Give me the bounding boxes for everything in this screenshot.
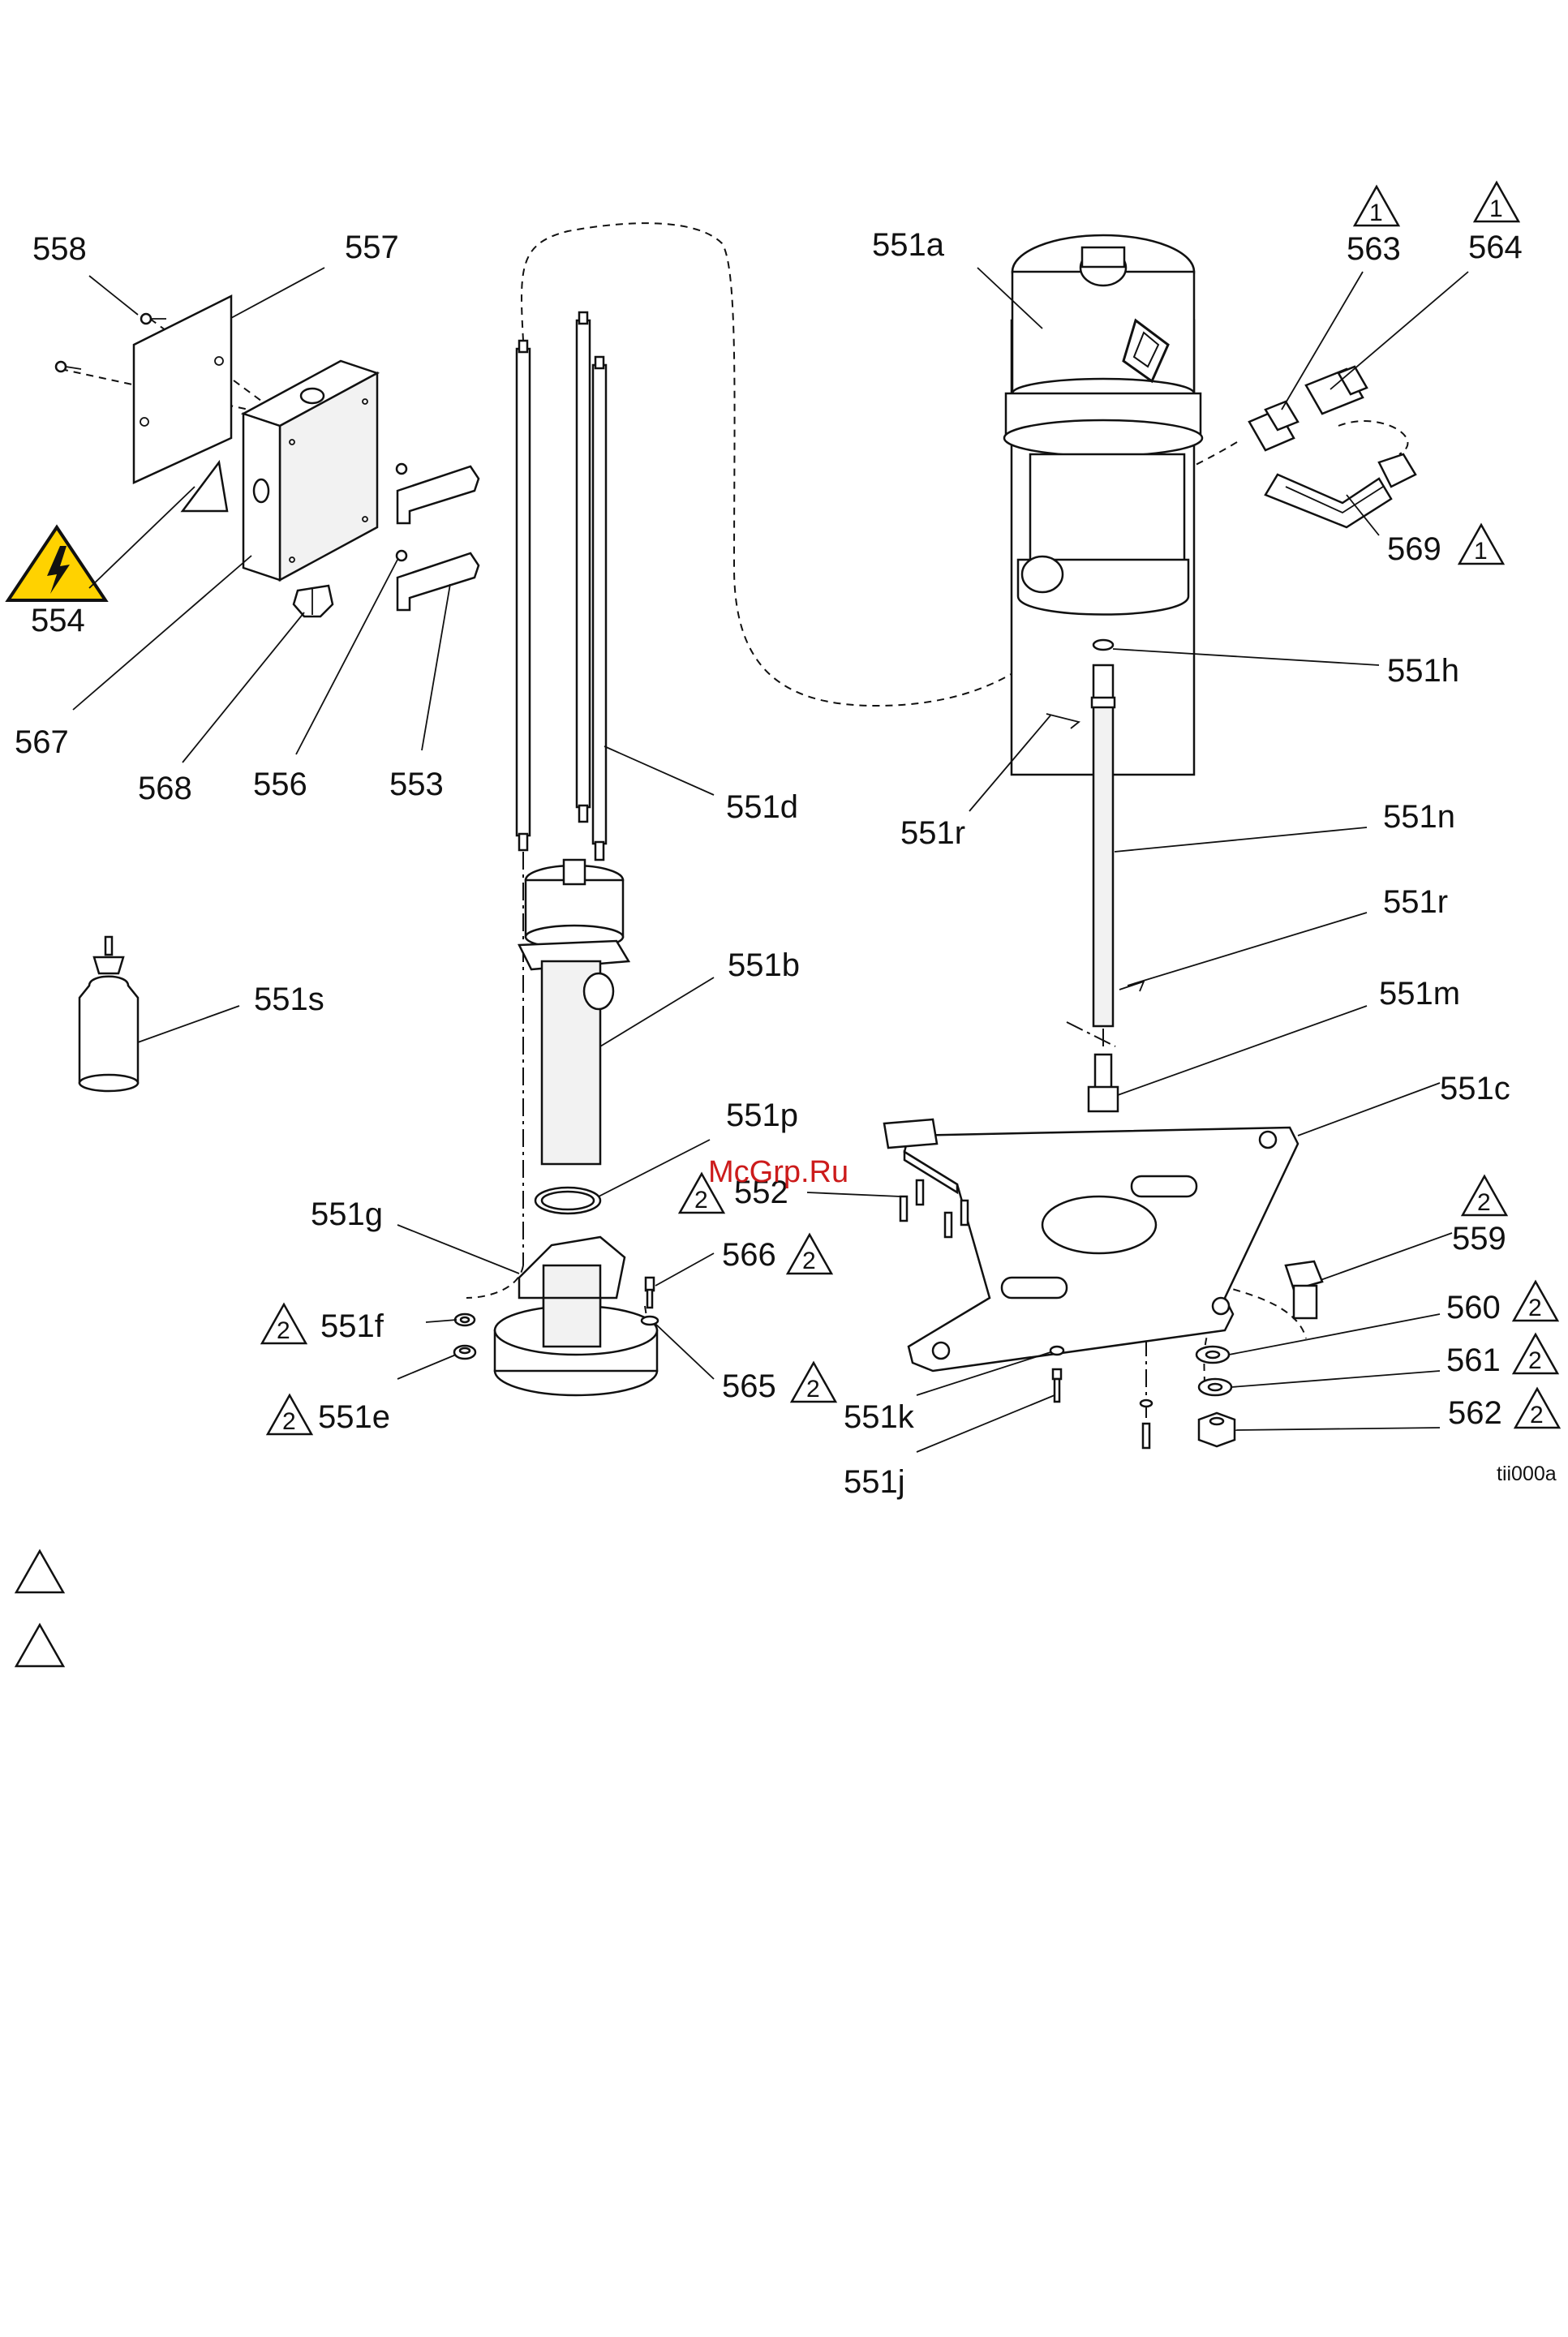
note-triangle-icon: 2 (268, 1395, 311, 1435)
label-551f: 551f (320, 1308, 384, 1344)
tie-rods-551d (517, 312, 606, 860)
label-556: 556 (253, 767, 307, 802)
screw-small-lower (1141, 1400, 1152, 1448)
svg-text:1: 1 (1474, 538, 1488, 565)
strain-relief-568 (294, 586, 333, 616)
label-551a: 551a (872, 227, 945, 263)
label-559: 559 (1452, 1221, 1506, 1257)
label-551c: 551c (1440, 1071, 1510, 1106)
svg-text:2: 2 (1528, 1295, 1542, 1321)
watermark: McGrp.Ru (708, 1155, 848, 1189)
svg-text:2: 2 (1528, 1347, 1542, 1374)
svg-text:2: 2 (1530, 1402, 1544, 1428)
bolt-559 (1286, 1261, 1322, 1318)
fitting-563 (1249, 402, 1298, 450)
washer-565 (642, 1317, 658, 1325)
note-triangle-icon: 2 (1463, 1176, 1506, 1216)
label-561: 561 (1446, 1342, 1501, 1378)
pump-lower-551b (519, 860, 629, 1164)
hose-569 (1265, 454, 1415, 527)
note-triangle-icon: 2 (788, 1235, 831, 1274)
lock-washer-561 (1199, 1379, 1231, 1395)
screw-551k (1050, 1347, 1063, 1355)
note-triangle-icon (183, 462, 227, 511)
legend-note-triangle-1 (16, 1551, 63, 1592)
legend-note-triangle-2 (16, 1625, 63, 1666)
label-564: 564 (1468, 230, 1523, 265)
svg-text:2: 2 (277, 1317, 290, 1344)
high-voltage-warning-icon (8, 527, 105, 600)
note-triangle-icon: 1 (1355, 187, 1398, 226)
screw-left (56, 362, 81, 372)
svg-text:1: 1 (1369, 200, 1383, 226)
label-551d: 551d (726, 789, 798, 825)
note-triangle-icon: 2 (262, 1304, 306, 1344)
note-triangle-icon: 2 (1514, 1282, 1557, 1321)
figure-id: tii000a (1497, 1463, 1557, 1485)
note-triangle-icon: 2 (1514, 1334, 1557, 1374)
label-551g: 551g (311, 1196, 383, 1232)
svg-text:2: 2 (1477, 1189, 1491, 1216)
label-551m: 551m (1379, 976, 1460, 1012)
fitting-564 (1306, 367, 1367, 414)
label-551r-top: 551r (900, 815, 965, 851)
foot-valve-551g (495, 1237, 657, 1395)
label-551j: 551j (844, 1464, 905, 1500)
label-558: 558 (32, 231, 87, 267)
label-567: 567 (15, 724, 69, 760)
label-566: 566 (722, 1237, 776, 1273)
note-triangle-icon: 1 (1475, 183, 1519, 222)
label-551s: 551s (254, 982, 324, 1017)
label-551p: 551p (726, 1098, 798, 1133)
svg-text:2: 2 (806, 1376, 820, 1403)
label-568: 568 (138, 771, 192, 806)
note-triangle-icon: 2 (792, 1363, 836, 1403)
nut-562 (1199, 1413, 1235, 1446)
screw-551j (1053, 1369, 1061, 1402)
label-551e: 551e (318, 1399, 390, 1435)
label-551h: 551h (1387, 653, 1459, 689)
label-551r-mid: 551r (1383, 884, 1448, 920)
retainer-pin-551r-mid (1119, 982, 1144, 991)
label-554: 554 (31, 603, 85, 638)
label-565: 565 (722, 1368, 776, 1404)
note-triangle-icon: 1 (1459, 525, 1503, 565)
nut-551e (454, 1346, 475, 1359)
label-551k: 551k (844, 1399, 915, 1435)
svg-text:2: 2 (694, 1187, 708, 1214)
lubricant-bottle-551s (79, 937, 138, 1091)
label-551b: 551b (728, 947, 800, 983)
note-triangle-icon: 2 (1515, 1389, 1559, 1428)
grounding-clamp-553-lower (397, 551, 479, 610)
label-569: 569 (1387, 531, 1441, 567)
svg-text:2: 2 (282, 1408, 296, 1435)
coupling-nut-551m (1089, 1055, 1118, 1111)
washer-551f (455, 1314, 475, 1325)
svg-text:1: 1 (1489, 195, 1503, 222)
screw-566 (646, 1278, 654, 1308)
connecting-rod-551n (1092, 665, 1115, 1026)
mounting-bracket-551c (884, 1119, 1298, 1371)
label-563: 563 (1347, 231, 1401, 267)
grounding-clamp-553-upper (397, 464, 479, 523)
o-ring-551p (535, 1188, 600, 1214)
junction-box-567 (243, 361, 377, 580)
label-562: 562 (1448, 1395, 1502, 1431)
label-553: 553 (389, 767, 444, 802)
svg-text:2: 2 (802, 1248, 816, 1274)
washer-560 (1196, 1347, 1229, 1363)
label-560: 560 (1446, 1290, 1501, 1325)
label-551n: 551n (1383, 799, 1455, 835)
label-557: 557 (345, 230, 399, 265)
